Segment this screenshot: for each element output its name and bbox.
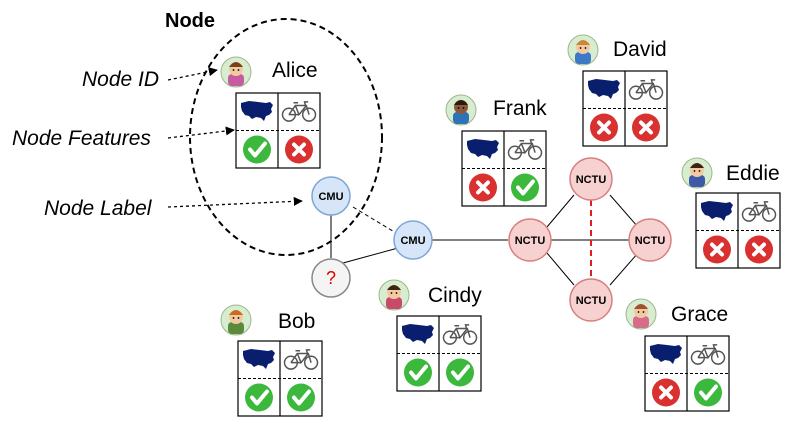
edge-unknown-cmu2 <box>342 247 399 264</box>
edge-nctu-left-top <box>546 194 575 228</box>
cross-icon <box>702 234 732 265</box>
node-nctu-left: NCTU <box>508 218 552 262</box>
node-nctu-right: NCTU <box>628 218 672 262</box>
person-alice: Alice <box>220 56 321 169</box>
node-cmu-2: CMU <box>393 220 433 260</box>
node-label-nctu: NCTU <box>576 174 607 186</box>
person-bob: Bob <box>220 304 323 417</box>
person-name: Alice <box>272 59 318 82</box>
person-name: Eddie <box>726 162 780 185</box>
avatar <box>220 304 252 336</box>
arrow-node-label <box>167 196 303 208</box>
node-label-nctu: NCTU <box>635 235 666 247</box>
edge-nctu-top-right <box>609 194 639 228</box>
node-label-cmu: CMU <box>318 191 343 203</box>
avatar <box>681 157 713 189</box>
person-name: Grace <box>671 303 728 326</box>
person-name: Bob <box>278 310 315 333</box>
node-nctu-bottom: NCTU <box>569 278 613 322</box>
arrow-node-id <box>167 67 218 81</box>
person-frank: Frank <box>445 94 547 207</box>
node-label-nctu: NCTU <box>515 235 546 247</box>
person-name: David <box>613 38 667 61</box>
feature-table <box>461 130 547 207</box>
avatar <box>378 279 410 311</box>
feature-table <box>695 192 781 269</box>
avatar <box>567 34 599 66</box>
cross-icon <box>744 234 774 265</box>
node-unknown: ? <box>311 258 351 298</box>
check-icon <box>693 377 723 408</box>
edge-nctu-left-bottom <box>546 252 575 286</box>
avatar <box>625 298 657 330</box>
cross-icon <box>631 112 661 143</box>
person-eddie: Eddie <box>681 157 781 269</box>
node-nctu-top: NCTU <box>569 157 613 201</box>
feature-table <box>582 70 668 147</box>
person-name: Cindy <box>428 284 482 307</box>
check-icon <box>286 382 316 413</box>
annotation-node-id: Node ID <box>82 68 159 91</box>
check-icon <box>445 357 475 388</box>
node-label-cmu: CMU <box>400 235 425 247</box>
cross-icon <box>589 112 619 143</box>
edge-nctu-bottom-right <box>609 252 639 286</box>
annotation-node-label: Node Label <box>44 197 153 220</box>
check-icon <box>242 134 272 165</box>
avatar <box>445 94 477 126</box>
check-icon <box>403 357 433 388</box>
person-david: David <box>567 34 668 147</box>
check-icon <box>244 382 274 413</box>
cross-icon <box>284 134 314 165</box>
edge-cmu1-cmu2 <box>352 206 397 234</box>
feature-table <box>644 335 730 412</box>
node-cmu-1: CMU <box>311 176 351 216</box>
node-label-nctu: NCTU <box>576 295 607 307</box>
person-name: Frank <box>493 97 547 120</box>
annotation-node-features: Node Features <box>12 127 151 150</box>
person-grace: Grace <box>625 298 730 412</box>
cross-icon <box>651 377 681 408</box>
feature-table <box>235 92 321 169</box>
node-label-unknown: ? <box>326 268 336 288</box>
arrow-node-features <box>167 126 235 139</box>
check-icon <box>510 172 540 203</box>
person-cindy: Cindy <box>378 279 482 392</box>
avatar <box>220 56 252 88</box>
diagram-title: Node <box>165 10 215 32</box>
cross-icon <box>468 172 498 203</box>
feature-table <box>396 315 482 392</box>
feature-table <box>237 340 323 417</box>
node-boundary-ellipse <box>189 18 383 256</box>
